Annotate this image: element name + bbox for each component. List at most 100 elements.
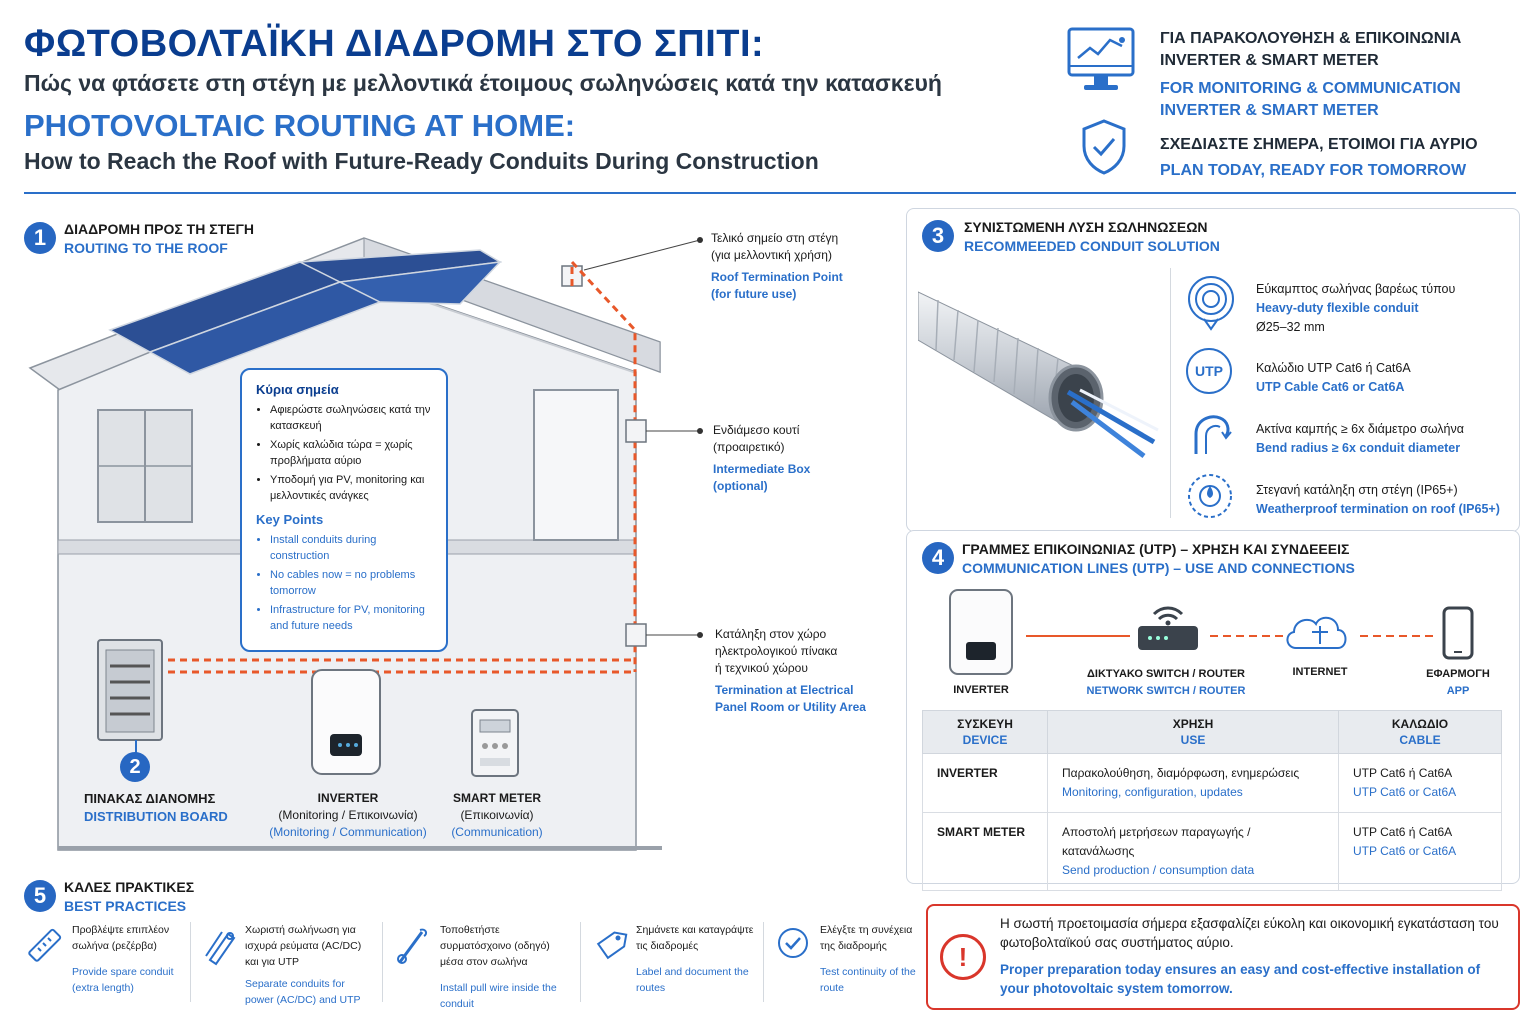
router-icon bbox=[1138, 606, 1198, 650]
monitoring-callout: ΓΙΑ ΠΑΡΑΚΟΛΟΥΘΗΣΗ & ΕΠΙΚΟΙΝΩΝΙΑ INVERTER… bbox=[1160, 28, 1461, 122]
distribution-board-english: DISTRIBUTION BOARD bbox=[84, 809, 228, 824]
inverter-greek: (Monitoring / Επικοινωνία) bbox=[278, 808, 418, 822]
ruler-icon bbox=[24, 926, 64, 971]
best-practice-english: Install pull wire inside the conduit bbox=[440, 982, 557, 1010]
key-points-card: Κύρια σημεία Αφιερώστε σωληνώσεις κατά τ… bbox=[240, 368, 448, 652]
panel-termination-english-2: Panel Room or Utility Area bbox=[715, 700, 866, 714]
bend-radius-spec-english: Bend radius ≥ 6x conduit diameter bbox=[1256, 441, 1461, 455]
conduit-spec-diameter: Ø25–32 mm bbox=[1256, 320, 1325, 334]
subtitle-greek: Πώς να φτάσετε στη στέγη με μελλοντικά έ… bbox=[24, 70, 942, 96]
bend-radius-spec-item: Ακτίνα καμπής ≥ 6x διάμετρο σωλήνα Bend … bbox=[1256, 420, 1464, 458]
utp-cable-spec-item: Καλώδιο UTP Cat6 ή Cat6A UTP Cable Cat6 … bbox=[1256, 359, 1411, 397]
inverter-title: INVERTER bbox=[317, 791, 379, 805]
cloud-icon bbox=[1286, 616, 1347, 649]
communication-chain bbox=[949, 589, 1474, 675]
utp-cable-spec-greek: Καλώδιο UTP Cat6 ή Cat6A bbox=[1256, 361, 1411, 375]
key-point-english: No cables now = no problems tomorrow bbox=[270, 567, 432, 599]
subtitle-english: How to Reach the Roof with Future-Ready … bbox=[24, 148, 819, 174]
section-1-heading: ΔΙΑΔΡΟΜΗ ΠΡΟΣ ΤΗ ΣΤΕΓΗ ROUTING TO THE RO… bbox=[64, 220, 254, 258]
key-point-greek: Αφιερώστε σωληνώσεις κατά την κατασκευή bbox=[270, 402, 432, 434]
section-4-heading: ΓΡΑΜΜΕΣ ΕΠΙΚΟΙΝΩΝΙΑΣ (UTP) – ΧΡΗΣΗ ΚΑΙ Σ… bbox=[962, 540, 1355, 578]
best-practice-english: Separate conduits for power (AC/DC) and … bbox=[245, 978, 361, 1006]
chain-switch-english: NETWORK SWITCH / ROUTER bbox=[1086, 685, 1246, 697]
panel-termination-greek-2: ηλεκτρολογικού πίνακα bbox=[715, 644, 838, 658]
distribution-board-label: ΠΙΝΑΚΑΣ ΔΙΑΝΟΜΗΣ DISTRIBUTION BOARD bbox=[84, 790, 228, 826]
best-practice-greek: Ελέγξτε τη συνέχεια της διαδρομής bbox=[820, 924, 913, 952]
practice-divider bbox=[382, 922, 383, 1002]
section-4-title-english: COMMUNICATION LINES (UTP) – USE AND CONN… bbox=[962, 560, 1355, 576]
distribution-board-icon bbox=[97, 639, 163, 741]
header-divider bbox=[24, 192, 1516, 194]
chain-app-label: ΕΦΑΡΜΟΓΗ APP bbox=[1418, 666, 1498, 700]
key-points-title-greek: Κύρια σημεία bbox=[256, 382, 339, 397]
preparation-note-text: Η σωστή προετοιμασία σήμερα εξασφαλίζει … bbox=[1000, 914, 1500, 998]
section-3-number: 3 bbox=[922, 220, 954, 252]
best-practice-greek: Προβλέψτε επιπλέον σωλήνα (ρεζέρβα) bbox=[72, 924, 170, 952]
table-cell-device: SMART METER bbox=[922, 812, 1048, 891]
smart-meter-label: SMART METER (Επικοινωνία) (Communication… bbox=[440, 790, 554, 841]
best-practice-greek: Χωριστή σωλήνωση για ισχυρά ρεύματα (AC/… bbox=[245, 924, 362, 968]
page-header: ΦΩΤΟΒΟΛΤΑΪΚΗ ΔΙΑΔΡΟΜΗ ΣΤΟ ΣΠΙΤΙ: Πώς να … bbox=[24, 22, 1024, 176]
section-1-title-greek: ΔΙΑΔΡΟΜΗ ΠΡΟΣ ΤΗ ΣΤΕΓΗ bbox=[64, 221, 255, 237]
chain-switch-label: ΔΙΚΤΥΑΚΟ SWITCH / ROUTER NETWORK SWITCH … bbox=[1076, 666, 1256, 700]
roof-termination-english-2: (for future use) bbox=[711, 287, 797, 301]
utp-cable-spec-english: UTP Cable Cat6 or Cat6A bbox=[1256, 380, 1405, 394]
best-practice-item: Σημάνετε και καταγράψτε τις διαδρομές La… bbox=[636, 922, 754, 996]
monitoring-greek-line-1: ΓΙΑ ΠΑΡΑΚΟΛΟΥΘΗΣΗ & ΕΠΙΚΟΙΝΩΝΙΑ bbox=[1160, 30, 1462, 47]
flexible-conduit-icon bbox=[1186, 272, 1236, 337]
section-4-title-greek: ΓΡΑΜΜΕΣ ΕΠΙΚΟΙΝΩΝΙΑΣ (UTP) – ΧΡΗΣΗ ΚΑΙ Σ… bbox=[962, 541, 1350, 557]
check-circle-icon bbox=[776, 926, 810, 965]
best-practice-item: Ελέγξτε τη συνέχεια της διαδρομής Test c… bbox=[820, 922, 916, 996]
bend-radius-spec-greek: Ακτίνα καμπής ≥ 6x διάμετρο σωλήνα bbox=[1256, 422, 1464, 436]
bend-radius-icon bbox=[1186, 410, 1236, 461]
smartphone-icon bbox=[1442, 606, 1474, 660]
utp-cable-icon: UTP bbox=[1186, 348, 1232, 394]
weatherproof-spec-english: Weatherproof termination on roof (IP65+) bbox=[1256, 502, 1500, 516]
monitoring-greek-line-2: INVERTER & SMART METER bbox=[1160, 52, 1379, 69]
table-cell-device: INVERTER bbox=[922, 753, 1048, 813]
shield-check-icon bbox=[1080, 118, 1128, 181]
key-points-title-english: Key Points bbox=[256, 512, 324, 527]
intermediate-box-english-1: Intermediate Box bbox=[713, 462, 811, 476]
monitor-icon bbox=[1066, 26, 1138, 101]
best-practice-english: Label and document the routes bbox=[636, 966, 749, 994]
intermediate-box-greek-1: Ενδιάμεσο κουτί bbox=[713, 423, 800, 437]
best-practice-greek: Τοποθετήστε συρματόσχοινο (οδηγό) μέσα σ… bbox=[440, 924, 550, 968]
roof-termination-english-1: Roof Termination Point bbox=[711, 270, 843, 284]
panel-termination-callout: Κατάληξη στον χώρο ηλεκτρολογικού πίνακα… bbox=[715, 626, 866, 716]
practice-divider bbox=[190, 922, 191, 1002]
chain-inverter-label: INVERTER bbox=[953, 684, 1009, 696]
conduit-spec-item: Εύκαμπτος σωλήνας βαρέως τύπου Heavy-dut… bbox=[1256, 280, 1455, 337]
title-greek: ΦΩΤΟΒΟΛΤΑΪΚΗ ΔΙΑΔΡΟΜΗ ΣΤΟ ΣΠΙΤΙ: bbox=[24, 23, 765, 65]
section-1-title-english: ROUTING TO THE ROOF bbox=[64, 240, 228, 256]
weatherproof-icon bbox=[1186, 472, 1234, 525]
weatherproof-spec-item: Στεγανή κατάληξη στη στέγη (IP65+) Weath… bbox=[1256, 481, 1500, 519]
intermediate-box-english-2: (optional) bbox=[713, 479, 768, 493]
title-english: PHOTOVOLTAIC ROUTING AT HOME: bbox=[24, 108, 576, 143]
panel-termination-greek-1: Κατάληξη στον χώρο bbox=[715, 627, 827, 641]
intermediate-box-greek-2: (προαιρετικό) bbox=[713, 440, 785, 454]
chain-switch-greek: ΔΙΚΤΥΑΚΟ SWITCH / ROUTER bbox=[1087, 668, 1245, 680]
section-5-title-english: BEST PRACTICES bbox=[64, 898, 187, 914]
monitoring-english-line-1: FOR MONITORING & COMMUNICATION bbox=[1160, 80, 1461, 97]
section-3-heading: ΣΥΝΙΣΤΩΜΕΝΗ ΛΥΣΗ ΣΩΛΗΝΩΣΕΩΝ RECOMMEEDED … bbox=[964, 218, 1220, 256]
monitoring-english-line-2: INVERTER & SMART METER bbox=[1160, 102, 1379, 119]
roof-termination-callout: Τελικό σημείο στη στέγη (για μελλοντική … bbox=[711, 230, 843, 303]
table-row: INVERTER Παρακολούθηση, διαμόρφωση, ενημ… bbox=[922, 753, 1502, 813]
table-cell-use: Αποστολή μετρήσεων παραγωγής / κατανάλωσ… bbox=[1047, 812, 1339, 891]
section-3-title-english: RECOMMEEDED CONDUIT SOLUTION bbox=[964, 238, 1220, 254]
distribution-board-greek: ΠΙΝΑΚΑΣ ΔΙΑΝΟΜΗΣ bbox=[84, 791, 216, 806]
section-5-heading: ΚΑΛΕΣ ΠΡΑΚΤΙΚΕΣ BEST PRACTICES bbox=[64, 878, 194, 916]
table-row: SMART METER Αποστολή μετρήσεων παραγωγής… bbox=[922, 812, 1502, 891]
solar-panel-array-icon bbox=[108, 249, 503, 375]
section-4-number: 4 bbox=[922, 542, 954, 574]
plan-english: PLAN TODAY, READY FOR TOMORROW bbox=[1160, 162, 1467, 179]
conduit-illustration bbox=[918, 291, 1159, 458]
tag-icon bbox=[592, 926, 628, 971]
best-practice-item: Χωριστή σωλήνωση για ισχυρά ρεύματα (AC/… bbox=[245, 922, 367, 1008]
